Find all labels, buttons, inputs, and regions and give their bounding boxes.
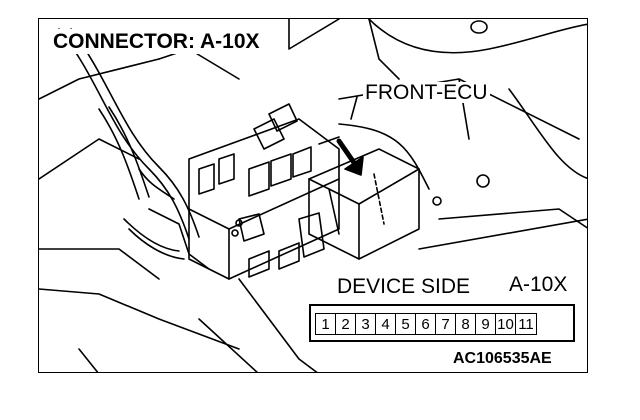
wiring-harness <box>58 28 210 270</box>
connector-pin: 8 <box>456 314 476 334</box>
connector-pin: 2 <box>336 314 356 334</box>
connector-pin: 6 <box>416 314 436 334</box>
relay-box <box>188 103 340 372</box>
connector-pin: 7 <box>436 314 456 334</box>
connector-pin: 5 <box>396 314 416 334</box>
connector-pin: 9 <box>476 314 496 334</box>
device-code-label: A-10X <box>507 273 570 296</box>
connector-pin: 10 <box>496 314 516 334</box>
connector-pin: 1 <box>316 314 336 334</box>
connector-pin: 3 <box>356 314 376 334</box>
front-ecu-unit <box>298 123 430 260</box>
connector-pin: 11 <box>518 315 534 333</box>
front-ecu-label: FRONT-ECU <box>363 81 490 104</box>
device-side-label: DEVICE SIDE <box>335 275 473 298</box>
reference-code: AC106535AE <box>451 350 554 367</box>
connector-pin: 4 <box>376 314 396 334</box>
pointer-arrow <box>336 96 364 176</box>
connector-title: CONNECTOR: A-10X <box>49 29 264 54</box>
connector-figure: CONNECTOR: A-10X FRONT-ECU DEVICE SIDE A… <box>38 18 588 373</box>
